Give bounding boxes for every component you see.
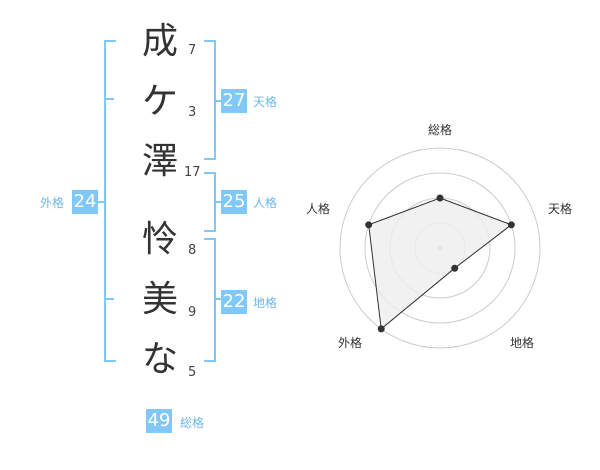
radar-label-tenkaku: 天格 [548,201,572,216]
stroke-count-6: 5 [188,365,197,380]
stroke-count-3: 17 [184,165,201,180]
tenkaku-badge: 27 [221,89,247,113]
jinkaku-connector [214,201,222,203]
gaikaku-tick-1 [106,98,114,100]
radar-ring-4 [339,147,541,349]
radar-point-5 [365,221,373,229]
radar-label-chikaku: 地格 [510,335,534,350]
radar-point-4 [377,325,385,333]
chikaku-badge: 22 [221,290,247,314]
radar-label-gaikaku: 外格 [338,335,362,350]
name-char-2: ケ [141,81,178,122]
name-char-5: 美 [141,279,178,320]
name-char-3: 澤 [141,141,178,182]
gaikaku-connector [98,201,106,203]
gaikaku-badge: 24 [72,190,98,214]
jinkaku-badge: 25 [221,190,247,214]
name-char-6: な [141,339,178,380]
radar-ring-3 [364,172,516,324]
stroke-count-5: 9 [188,305,197,320]
radar-label-jinkaku: 人格 [306,201,330,216]
chikaku-label: 地格 [253,296,278,310]
soukaku-label: 総格 [180,416,205,430]
tenkaku-connector [214,100,222,102]
radar-score-area [368,197,513,330]
name-char-4: 怜 [141,219,178,260]
stroke-count-1: 7 [188,43,197,58]
stroke-count-4: 8 [188,243,197,258]
jinkaku-label: 人格 [253,196,278,210]
chikaku-bracket [204,238,216,362]
chikaku-connector [214,298,222,300]
radar-point-3 [451,264,459,272]
gaikaku-tick-2 [106,298,114,300]
name-char-1: 成 [141,21,178,62]
gaikaku-label: 外格 [40,196,65,210]
radar-point-2 [507,221,515,229]
radar-label-soukaku: 総格 [428,122,452,137]
soukaku-badge: 49 [146,409,172,433]
stroke-count-2: 3 [188,105,197,120]
radar-point-1 [436,194,444,202]
tenkaku-label: 天格 [253,95,278,109]
